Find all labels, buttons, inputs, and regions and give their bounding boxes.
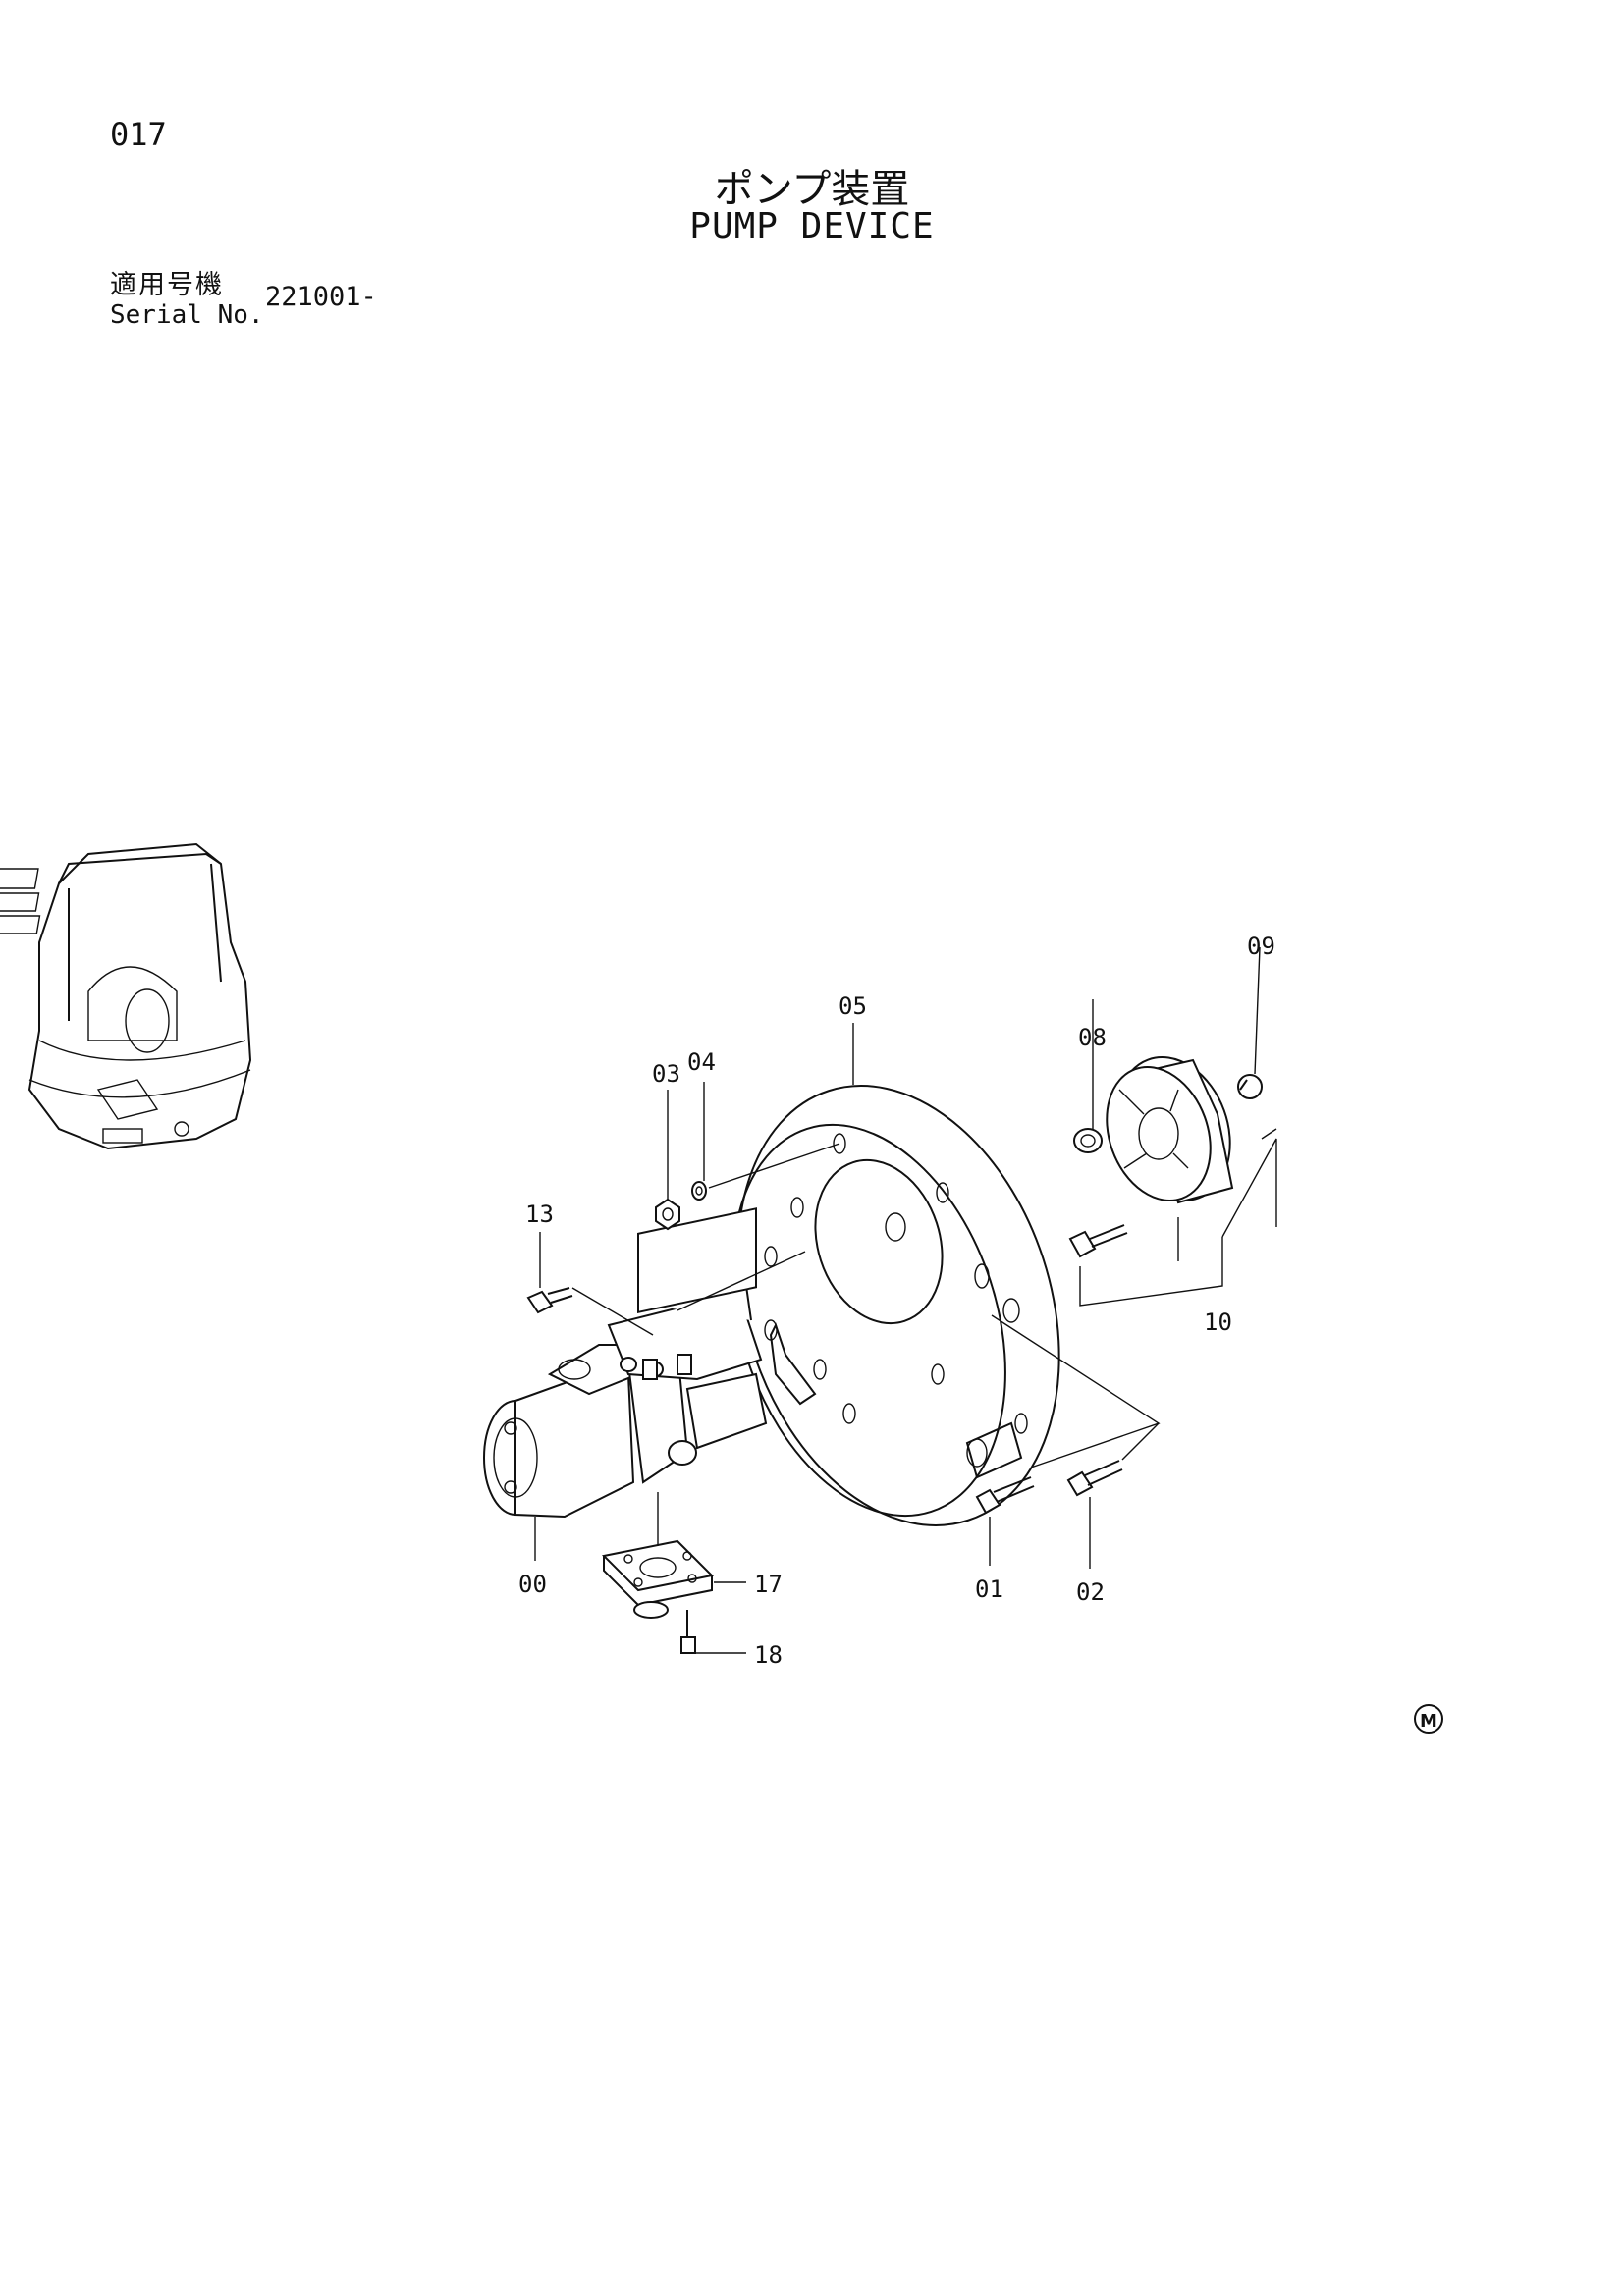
flange-plate-05	[731, 1085, 1060, 1526]
excavator-thumbnail	[0, 842, 252, 1150]
label-08: 08	[1078, 1024, 1107, 1051]
label-17: 17	[754, 1571, 783, 1598]
label-01: 01	[975, 1575, 1003, 1603]
pump-unit-00	[483, 1207, 768, 1519]
label-04: 04	[687, 1048, 716, 1076]
label-13: 13	[525, 1201, 554, 1228]
page-title-en: PUMP DEVICE	[689, 206, 935, 246]
bolt-13	[526, 1287, 573, 1314]
coupling-10	[1106, 1056, 1234, 1204]
label-00: 00	[518, 1571, 547, 1598]
label-10: 10	[1204, 1308, 1232, 1336]
bolt-01	[975, 1476, 1035, 1515]
label-05: 05	[839, 992, 867, 1020]
page-number: 017	[110, 116, 167, 153]
serial-value: 221001-	[265, 282, 377, 312]
nut-03	[655, 1198, 680, 1231]
coupling-bolt	[1068, 1224, 1128, 1258]
washer-04	[691, 1181, 707, 1201]
bolt-18	[680, 1610, 696, 1654]
serial-label-jp: 適用号機	[110, 270, 224, 300]
page-title-jp: ポンプ装置	[714, 167, 910, 212]
label-18: 18	[754, 1641, 783, 1669]
corner-mark-letter: M	[1420, 1711, 1437, 1732]
mount-plate-17	[601, 1539, 715, 1619]
serial-label-en: Serial No.	[110, 300, 264, 330]
bolt-02	[1066, 1460, 1123, 1497]
leader-lines	[534, 946, 1277, 1654]
bearing-08	[1073, 1128, 1103, 1153]
label-02: 02	[1076, 1578, 1105, 1606]
label-09: 09	[1247, 933, 1275, 960]
corner-mark: M	[1414, 1704, 1443, 1734]
pin	[1261, 1128, 1277, 1140]
ring-09	[1237, 1074, 1263, 1099]
label-03: 03	[652, 1060, 680, 1088]
